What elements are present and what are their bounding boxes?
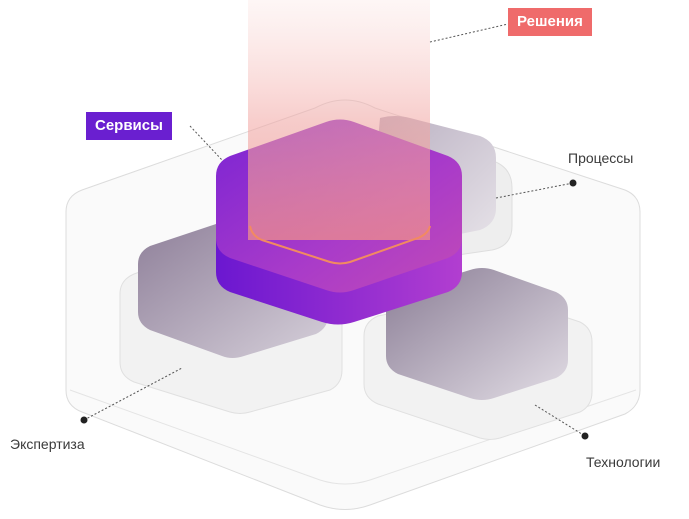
processes-label: Процессы	[568, 150, 634, 166]
solutions-beam	[248, 0, 430, 240]
connector-technologies	[534, 404, 586, 437]
connector-solutions	[429, 23, 509, 43]
connector-processes	[495, 182, 574, 199]
connector-expertise-dot	[80, 416, 88, 424]
connector-technologies-dot	[581, 432, 589, 440]
services-tag: Сервисы	[86, 112, 172, 140]
connector-expertise	[83, 367, 183, 421]
connector-processes-dot	[569, 179, 577, 187]
hex-right	[386, 268, 568, 400]
solutions-tag: Решения	[508, 8, 592, 36]
expertise-label: Экспертиза	[10, 436, 85, 452]
outer-platform-inner-edge	[69, 389, 637, 485]
hex-central-inner-edge	[249, 225, 431, 265]
technologies-label: Технологии	[586, 454, 661, 470]
